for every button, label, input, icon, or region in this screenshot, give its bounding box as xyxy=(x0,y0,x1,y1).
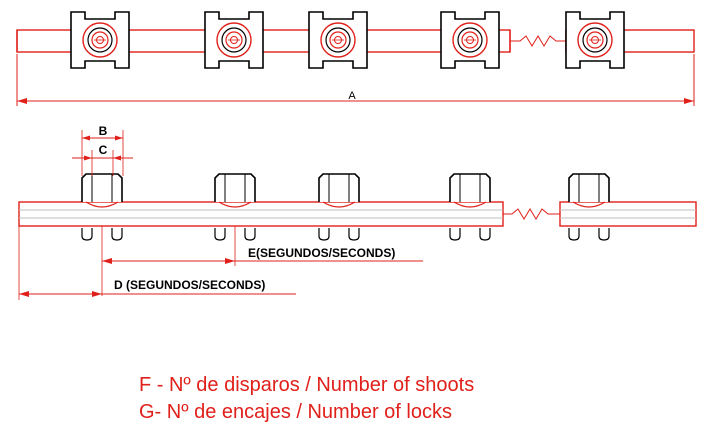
side-view: B C E(SEGUNDOS/SECONDS) D (SEGUNDOS/SECO… xyxy=(18,124,697,300)
dimension-label-c: C xyxy=(99,143,108,157)
dimension-label-a: A xyxy=(348,90,356,102)
side-block xyxy=(568,173,610,241)
legend-g: G- Nº de encajes / Number of locks xyxy=(139,401,452,423)
break-zigzag-top xyxy=(510,35,566,47)
clip-block xyxy=(440,11,500,69)
dimension-label-b: B xyxy=(99,124,108,138)
dimension-label-d: D (SEGUNDOS/SECONDS) xyxy=(114,278,265,292)
clip-block xyxy=(565,11,625,69)
clip-block xyxy=(308,11,368,69)
legend-f: F - Nº de disparos / Number of shoots xyxy=(139,374,475,396)
break-zigzag-side xyxy=(503,208,560,220)
top-view: A xyxy=(16,11,695,106)
dimension-label-e: E(SEGUNDOS/SECONDS) xyxy=(248,246,395,260)
clip-block xyxy=(204,11,264,69)
clip-block xyxy=(70,11,130,69)
side-block xyxy=(318,173,360,241)
side-block xyxy=(449,173,491,241)
side-bar-left xyxy=(18,201,504,227)
